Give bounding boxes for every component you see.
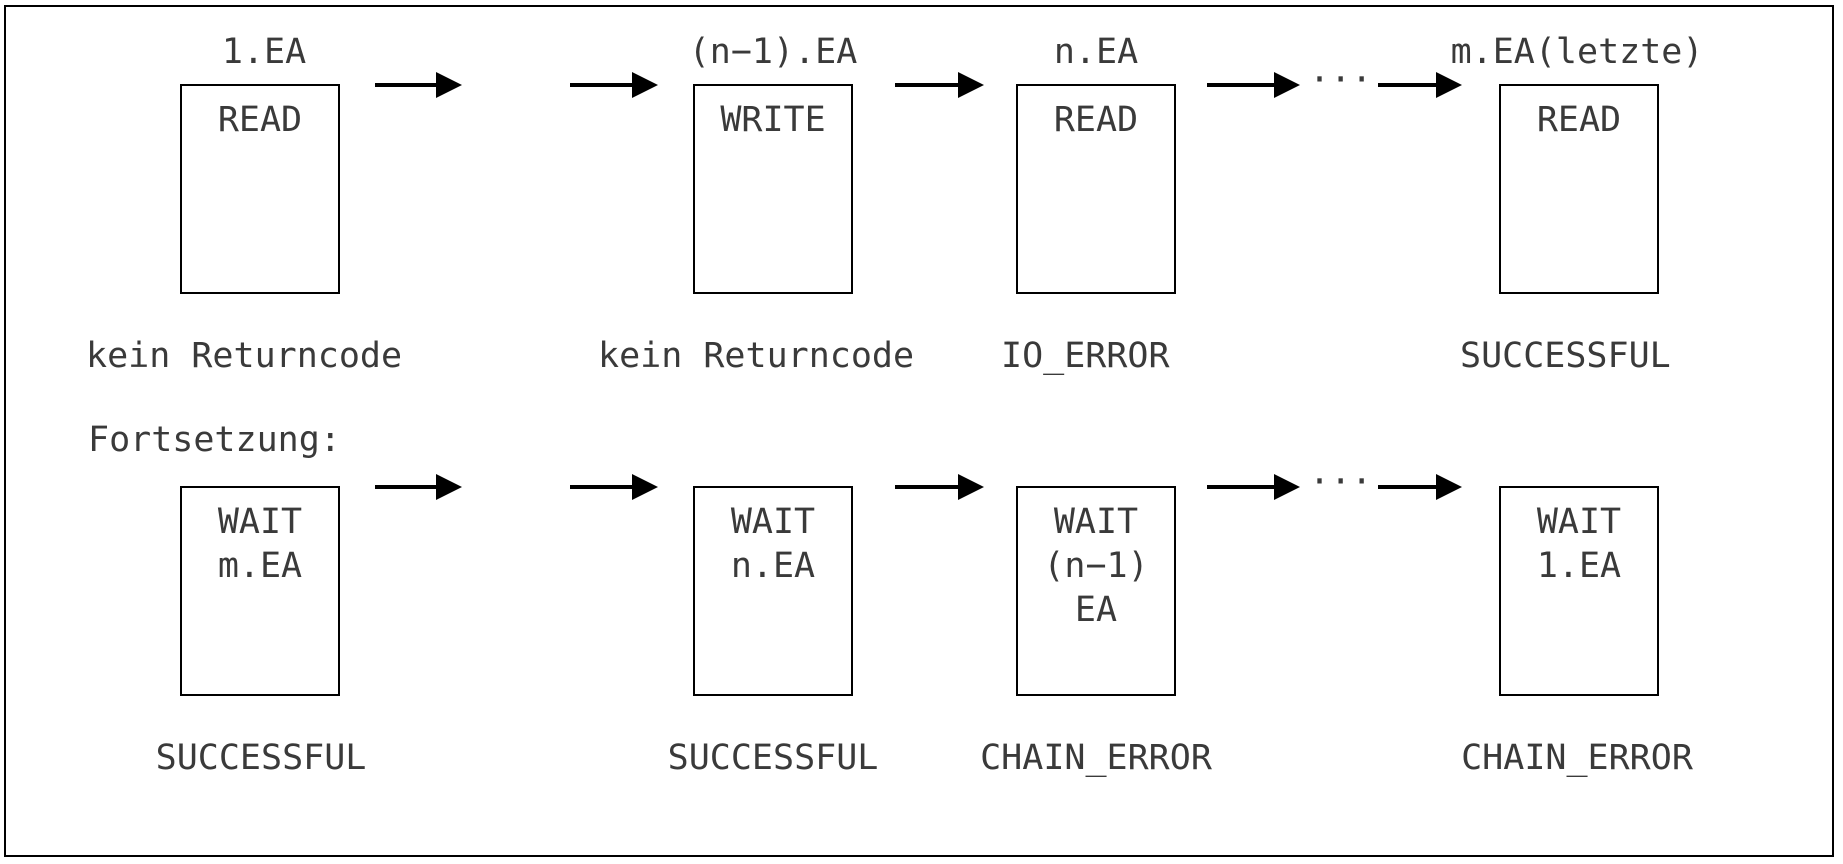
bottom-box-3: WAIT (n−1) EA xyxy=(1016,486,1176,696)
top-arrow-1 xyxy=(375,72,462,98)
top-arrow-3 xyxy=(895,72,984,98)
top-header-2: (n−1).EA xyxy=(688,32,858,72)
top-result-2: kein Returncode xyxy=(598,336,915,376)
top-arrow-5 xyxy=(1378,72,1462,98)
top-box-1-label: READ xyxy=(217,100,303,140)
bottom-arrow-3 xyxy=(895,474,984,500)
bottom-arrow-5 xyxy=(1378,474,1462,500)
top-arrow-2 xyxy=(570,72,658,98)
bottom-box-2-label: WAIT n.EA xyxy=(730,502,816,586)
bottom-result-3: CHAIN_ERROR xyxy=(980,738,1212,778)
top-box-4-label: READ xyxy=(1536,100,1622,140)
bottom-box-4-label: WAIT 1.EA xyxy=(1536,502,1622,586)
top-result-3: IO_ERROR xyxy=(1001,336,1170,376)
top-box-4: READ xyxy=(1499,84,1659,294)
bottom-box-1-label: WAIT m.EA xyxy=(217,502,303,586)
bottom-arrow-1 xyxy=(375,474,462,500)
bottom-box-1: WAIT m.EA xyxy=(180,486,340,696)
top-arrow-4 xyxy=(1207,72,1300,98)
bottom-ellipsis: ··· xyxy=(1309,462,1373,502)
top-header-1: 1.EA xyxy=(221,32,307,72)
diagram-frame xyxy=(4,5,1834,857)
top-box-3: READ xyxy=(1016,84,1176,294)
bottom-result-2: SUCCESSFUL xyxy=(667,738,879,778)
top-box-2-label: WRITE xyxy=(720,100,826,140)
bottom-result-1: SUCCESSFUL xyxy=(155,738,367,778)
top-ellipsis: ··· xyxy=(1309,60,1373,100)
bottom-arrows xyxy=(375,474,1462,500)
top-result-4: SUCCESSFUL xyxy=(1460,336,1671,376)
top-box-2: WRITE xyxy=(693,84,853,294)
bottom-result-4: CHAIN_ERROR xyxy=(1461,738,1693,778)
continuation-label: Fortsetzung: xyxy=(88,420,341,460)
bottom-box-2: WAIT n.EA xyxy=(693,486,853,696)
top-box-3-label: READ xyxy=(1053,100,1139,140)
top-arrows xyxy=(375,72,1462,98)
bottom-arrow-2 xyxy=(570,474,658,500)
top-header-3: n.EA xyxy=(1053,32,1139,72)
bottom-box-3-label: WAIT (n−1) EA xyxy=(1043,502,1149,630)
top-header-4: m.EA(letzte) xyxy=(1450,32,1704,72)
bottom-box-4: WAIT 1.EA xyxy=(1499,486,1659,696)
bottom-arrow-4 xyxy=(1207,474,1300,500)
top-box-1: READ xyxy=(180,84,340,294)
top-result-1: kein Returncode xyxy=(86,336,403,376)
